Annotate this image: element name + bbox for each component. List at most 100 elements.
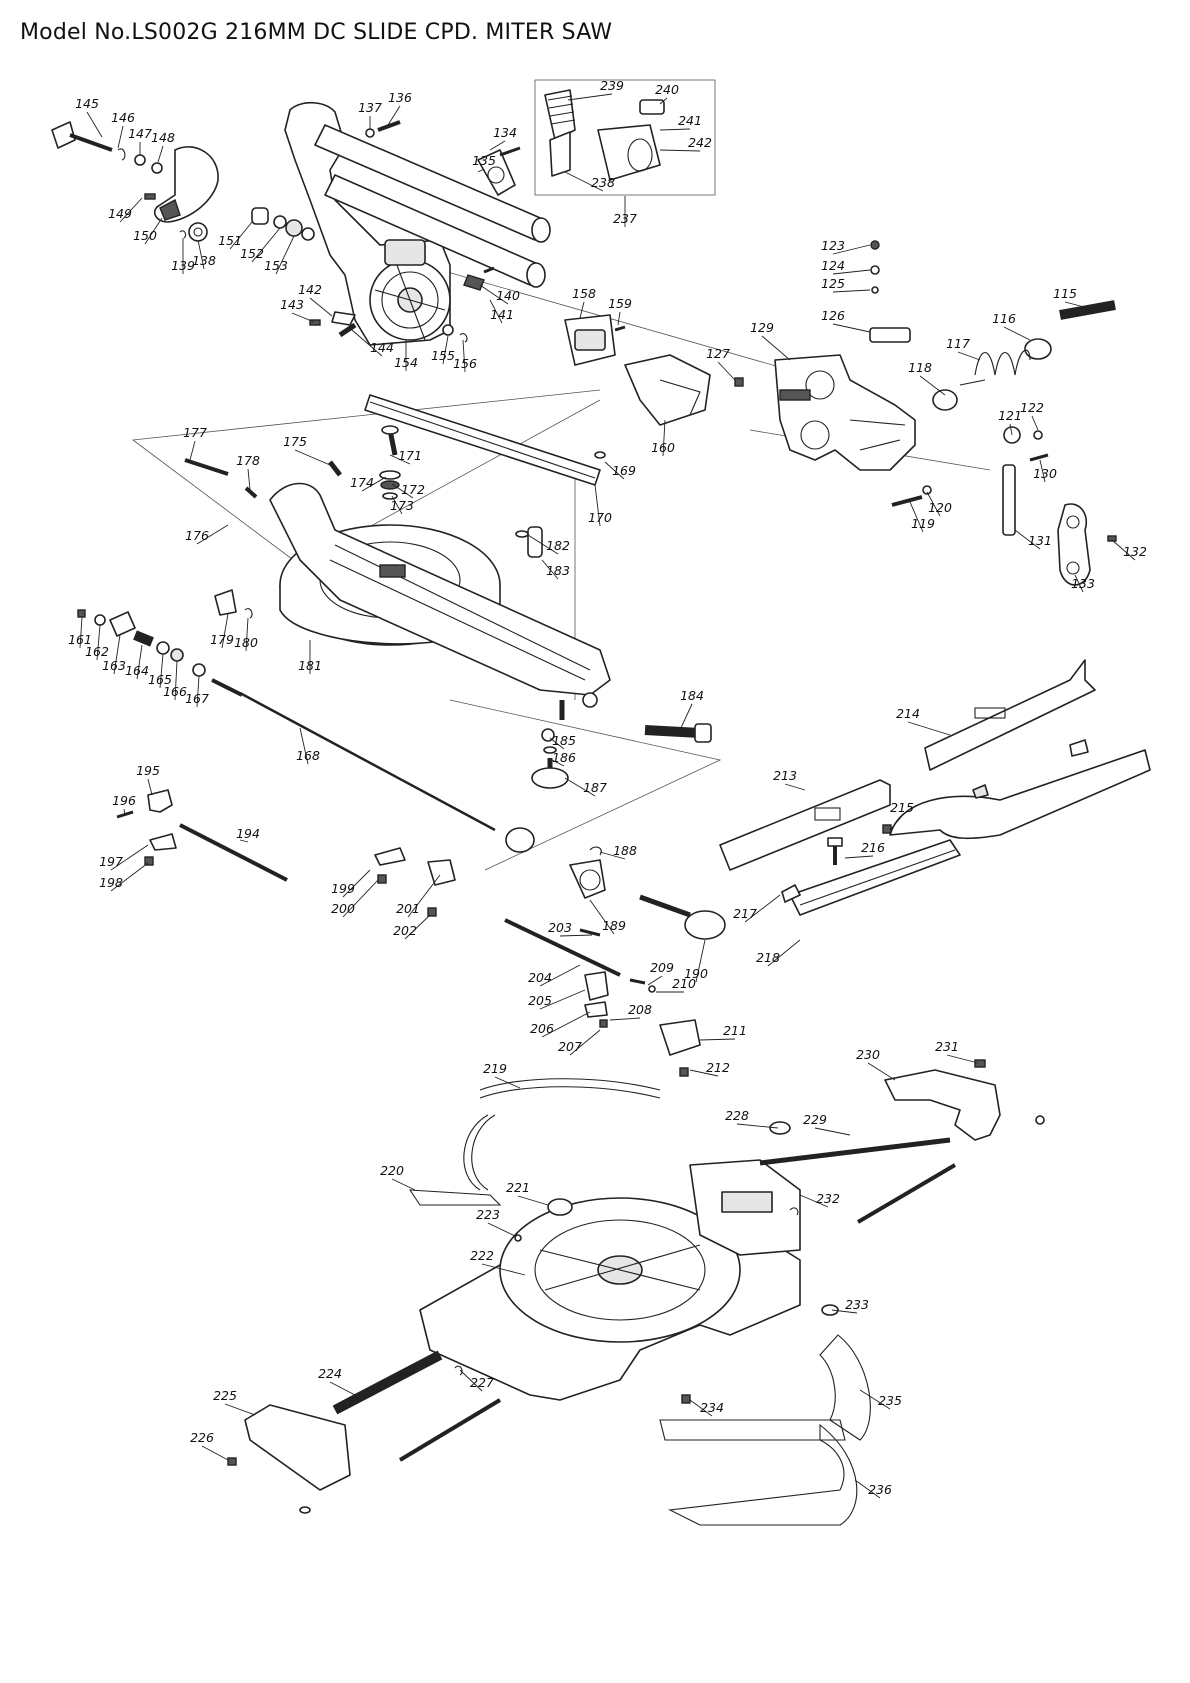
part-number-label: 213 bbox=[773, 768, 797, 783]
part-number-label: 116 bbox=[992, 311, 1016, 326]
part-number-label: 143 bbox=[280, 297, 304, 312]
callout-leader-line bbox=[854, 1479, 881, 1499]
callout-leader-line bbox=[844, 855, 874, 859]
part-number-label: 223 bbox=[476, 1207, 500, 1222]
part-number-label: 150 bbox=[133, 228, 157, 243]
part-callout-208: 208 bbox=[609, 1002, 652, 1021]
callout-leader-line bbox=[342, 869, 371, 898]
part-callout-150: 150 bbox=[133, 217, 163, 245]
part-callout-139: 139 bbox=[171, 238, 195, 274]
part-number-label: 241 bbox=[678, 113, 702, 128]
part-callout-188: 188 bbox=[599, 843, 637, 860]
part-callout-146: 146 bbox=[111, 110, 135, 149]
callout-leader-line bbox=[659, 128, 691, 131]
part-callout-231: 231 bbox=[935, 1039, 979, 1064]
part-callout-209: 209 bbox=[647, 960, 674, 986]
part-callout-120: 120 bbox=[926, 491, 952, 517]
part-number-label: 160 bbox=[651, 440, 675, 455]
callout-leader-line bbox=[391, 495, 403, 515]
part-number-label: 239 bbox=[600, 78, 624, 93]
part-callout-210: 210 bbox=[656, 976, 696, 993]
part-number-label: 218 bbox=[756, 950, 780, 965]
callout-leader-line bbox=[569, 1029, 601, 1056]
part-number-label: 184 bbox=[680, 688, 704, 703]
part-callout-176: 176 bbox=[185, 524, 229, 545]
callout-leader-line bbox=[689, 1399, 713, 1417]
callout-leader-line bbox=[564, 777, 596, 797]
callout-leader-line bbox=[889, 815, 903, 831]
fence-parts bbox=[719, 659, 1151, 916]
part-callout-153: 153 bbox=[264, 235, 295, 275]
part-number-label: 146 bbox=[111, 110, 135, 125]
part-number-label: 205 bbox=[528, 993, 552, 1008]
part-number-label: 188 bbox=[613, 843, 637, 858]
callout-leader-line bbox=[564, 171, 604, 192]
base-assembly bbox=[227, 1059, 1045, 1526]
callout-leader-line bbox=[157, 145, 164, 163]
part-number-label: 240 bbox=[655, 82, 679, 97]
part-number-label: 237 bbox=[613, 211, 637, 226]
callout-leader-line bbox=[617, 311, 621, 326]
callout-leader-line bbox=[1064, 301, 1089, 309]
callout-leader-line bbox=[229, 221, 253, 250]
callout-leader-line bbox=[1074, 574, 1084, 593]
part-callout-224: 224 bbox=[318, 1366, 356, 1396]
part-number-label: 115 bbox=[1053, 286, 1077, 301]
part-callout-135: 135 bbox=[472, 153, 496, 173]
part-number-label: 200 bbox=[331, 901, 355, 916]
part-callout-136: 136 bbox=[387, 90, 412, 126]
callout-leader-line bbox=[351, 329, 383, 357]
part-number-label: 171 bbox=[398, 448, 422, 463]
callout-leader-line bbox=[594, 484, 601, 527]
part-number-label: 156 bbox=[453, 356, 477, 371]
part-number-label: 208 bbox=[628, 1002, 652, 1017]
part-number-label: 196 bbox=[112, 793, 136, 808]
callout-leader-line bbox=[294, 449, 331, 466]
part-callout-227: 227 bbox=[459, 1369, 494, 1392]
part-number-label: 130 bbox=[1033, 466, 1057, 481]
part-callout-190: 190 bbox=[684, 939, 708, 983]
part-number-label: 132 bbox=[1123, 544, 1147, 559]
callout-leader-line bbox=[767, 939, 801, 967]
callout-leader-line bbox=[197, 239, 205, 270]
part-callout-211: 211 bbox=[699, 1023, 747, 1041]
callout-leader-line bbox=[907, 721, 951, 736]
callout-leader-line bbox=[551, 759, 565, 767]
part-number-label: 177 bbox=[183, 425, 207, 440]
part-number-label: 124 bbox=[821, 258, 845, 273]
callout-leader-line bbox=[699, 1038, 736, 1041]
part-number-label: 151 bbox=[218, 233, 242, 248]
callout-leader-line bbox=[1009, 423, 1013, 436]
part-callout-184: 184 bbox=[679, 688, 704, 731]
part-callout-181: 181 bbox=[298, 640, 322, 674]
battery-holder-parts bbox=[564, 314, 711, 426]
part-callout-131: 131 bbox=[1014, 529, 1052, 550]
pivot-shaft-parts bbox=[77, 609, 569, 853]
part-number-label: 198 bbox=[99, 875, 123, 890]
callout-leader-line bbox=[1039, 459, 1046, 483]
callout-leader-line bbox=[599, 851, 626, 860]
blade-guard-parts bbox=[51, 120, 401, 242]
callout-leader-line bbox=[291, 312, 315, 323]
part-number-label: 179 bbox=[210, 632, 234, 647]
part-number-label: 194 bbox=[236, 826, 260, 841]
callout-leader-line bbox=[761, 335, 791, 361]
part-number-label: 206 bbox=[530, 1021, 554, 1036]
callout-leader-line bbox=[479, 284, 509, 305]
part-callout-204: 204 bbox=[528, 964, 581, 987]
part-number-label: 162 bbox=[85, 644, 109, 659]
part-callout-228: 228 bbox=[725, 1108, 779, 1129]
callout-leader-line bbox=[442, 335, 449, 365]
callout-leader-line bbox=[299, 727, 309, 765]
part-number-label: 154 bbox=[394, 355, 418, 370]
callout-leader-line bbox=[541, 1011, 591, 1038]
part-callout-189: 189 bbox=[589, 899, 626, 935]
callout-leader-line bbox=[389, 454, 411, 465]
part-callout-163: 163 bbox=[102, 634, 126, 675]
part-number-label: 158 bbox=[572, 286, 596, 301]
part-number-label: 242 bbox=[688, 135, 712, 150]
part-callout-123: 123 bbox=[821, 238, 871, 255]
part-number-label: 164 bbox=[125, 663, 149, 678]
callout-leader-line bbox=[110, 844, 149, 871]
callout-leader-line bbox=[832, 269, 871, 275]
